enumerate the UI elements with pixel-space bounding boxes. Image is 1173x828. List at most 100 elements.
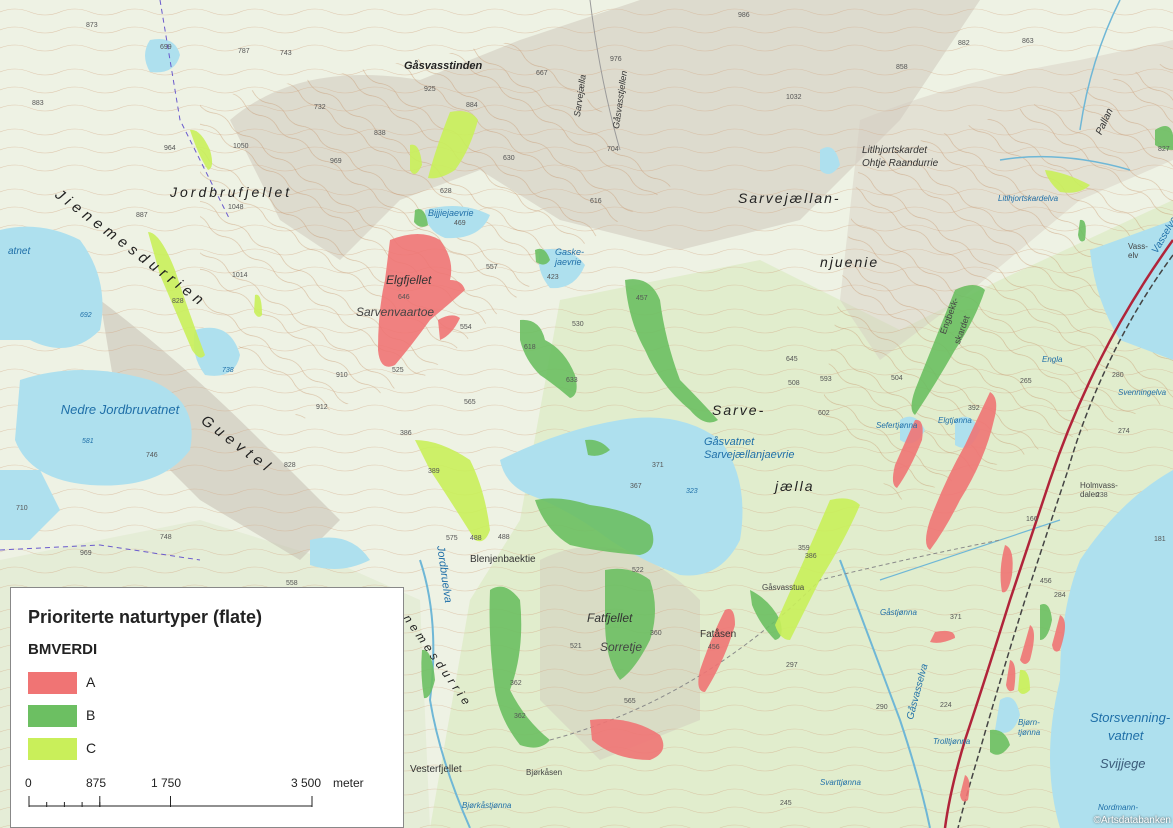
river-north-east xyxy=(1079,0,1121,131)
legend-swatch-a xyxy=(28,672,77,694)
habitat-b-engbekkskardet[interactable] xyxy=(911,285,986,415)
habitat-c-small-north[interactable] xyxy=(410,144,422,174)
habitat-b-small[interactable] xyxy=(585,439,610,456)
habitat-b-north-east[interactable] xyxy=(1078,219,1086,242)
elevation-label: 732 xyxy=(314,104,326,111)
label-svijjege: Svijjege xyxy=(1100,756,1146,771)
label-fatfjellet: Fatfjellet xyxy=(587,611,633,625)
elevation-label: 746 xyxy=(146,452,158,459)
elevation-label: 565 xyxy=(464,399,476,406)
label-atnet: atnet xyxy=(8,246,31,257)
elevation-label: 976 xyxy=(610,56,622,63)
habitat-b-north-gasvatnet[interactable] xyxy=(625,279,718,423)
elevation-label: 692 xyxy=(80,312,92,319)
elevation-label: 593 xyxy=(820,376,832,383)
habitat-a-south[interactable] xyxy=(960,775,970,802)
habitat-a-sorretje[interactable] xyxy=(590,719,664,760)
habitat-c-blenjen[interactable] xyxy=(415,440,490,542)
legend-label-b: B xyxy=(86,707,96,723)
habitat-a-fatasen[interactable] xyxy=(698,609,735,692)
elevation-label: 360 xyxy=(650,630,662,637)
habitat-a-elgfjellet-small[interactable] xyxy=(438,315,460,340)
label-storsvenningvatnet-2: vatnet xyxy=(1108,728,1144,743)
lake-storsvenningvatnet xyxy=(1050,470,1173,828)
elevation-label: 456 xyxy=(1040,578,1052,585)
elevation-label: 873 xyxy=(86,22,98,29)
habitat-b-blenjenbaektie[interactable] xyxy=(489,586,550,748)
elevation-label: 787 xyxy=(238,48,250,55)
label-svenningelva: Svenningelva xyxy=(1118,388,1167,397)
label-holmvassdalen: Holmvass-dalen xyxy=(1080,481,1118,499)
elevation-label: 618 xyxy=(524,344,536,351)
elevation-label: 284 xyxy=(1054,592,1066,599)
elevation-label: 565 xyxy=(624,698,636,705)
habitat-a-elgtjonna[interactable] xyxy=(926,392,997,550)
boundary-line-north xyxy=(159,0,231,221)
elevation-label: 575 xyxy=(446,535,458,542)
elevation-label: 166 xyxy=(1026,516,1038,523)
habitat-a-sefertjonna[interactable] xyxy=(892,419,923,488)
elevation-label: 530 xyxy=(572,321,584,328)
habitat-a-east-1[interactable] xyxy=(1020,625,1034,664)
habitat-c-jordbrufjellet[interactable] xyxy=(148,232,205,358)
habitat-a-mid[interactable] xyxy=(1000,545,1013,593)
elevation-label: 245 xyxy=(780,800,792,807)
habitat-a-elgfjellet[interactable] xyxy=(378,234,465,367)
elevation-label: 554 xyxy=(460,324,472,331)
label-engla: Engla xyxy=(1042,355,1063,364)
elevation-label: 371 xyxy=(950,614,962,621)
attribution-credit: ©Artsdatabanken xyxy=(1093,815,1171,826)
scale-label-875: 875 xyxy=(86,776,107,790)
lake-bjorntjonna xyxy=(995,697,1020,733)
elevation-label: 882 xyxy=(958,40,970,47)
habitat-c-east[interactable] xyxy=(1018,669,1030,694)
habitat-c-gasvasstua[interactable] xyxy=(775,498,860,640)
label-blenjenbaektie: Blenjenbaektie xyxy=(470,554,536,565)
habitat-b-east-1[interactable] xyxy=(1040,604,1052,640)
habitat-c-964[interactable] xyxy=(190,129,213,170)
habitat-b-bjorntjonna[interactable] xyxy=(990,729,1010,755)
label-svarttjonna: Svarttjønna xyxy=(820,778,861,787)
label-gasvasstinden: Gåsvasstinden xyxy=(404,60,483,72)
habitat-b-gasvasstua[interactable] xyxy=(750,590,782,640)
habitat-b-edge[interactable] xyxy=(1155,126,1173,150)
habitat-c-litlhjort[interactable] xyxy=(1045,170,1090,193)
habitat-b-fatfjellet[interactable] xyxy=(605,568,655,680)
elevation-label: 359 xyxy=(798,545,810,552)
label-gasvatnet: Gåsvatnet xyxy=(704,436,755,448)
elevation-label: 362 xyxy=(510,680,522,687)
label-gastjonna: Gåstjønna xyxy=(880,608,917,617)
label-sarvenvaartoe: Sarvenvaartoe xyxy=(356,305,435,319)
habitat-c-1014[interactable] xyxy=(254,294,262,317)
label-bijjiejaevrie: Bijjiejaevrie xyxy=(428,208,474,218)
label-sarvejaellan: Sarvejællan- xyxy=(738,190,841,206)
habitat-a-east-3[interactable] xyxy=(1006,660,1016,692)
lake-738 xyxy=(193,327,240,376)
habitat-a-east-2[interactable] xyxy=(1052,615,1065,652)
elevation-label: 858 xyxy=(896,64,908,71)
habitat-c-884[interactable] xyxy=(428,111,478,179)
elevation-label: 883 xyxy=(32,100,44,107)
habitat-b-gaske[interactable] xyxy=(535,248,550,265)
elevation-label: 630 xyxy=(503,155,515,162)
label-elgfjellet: Elgfjellet xyxy=(386,273,432,287)
elevation-label: 1048 xyxy=(228,204,244,211)
trail-north xyxy=(589,0,621,151)
elevation-label: 602 xyxy=(818,410,830,417)
lake-nedre-jordbruvatnet xyxy=(15,370,192,486)
habitat-class-c xyxy=(148,111,1090,694)
habitat-b-nemesdurrie[interactable] xyxy=(421,649,435,699)
label-vass-elv: Vass-elv xyxy=(1128,242,1148,260)
map-legend: Prioriterte naturtyper (flate) BMVERDI A… xyxy=(10,587,404,828)
habitat-b-south-gasvatnet[interactable] xyxy=(535,498,654,555)
habitat-b-bijjie[interactable] xyxy=(414,209,428,227)
elevation-label: 522 xyxy=(632,567,644,574)
elevation-label: 362 xyxy=(514,713,526,720)
habitat-a-gastjonna[interactable] xyxy=(930,630,955,643)
habitat-b-633[interactable] xyxy=(520,319,577,398)
elevation-label: 887 xyxy=(136,212,148,219)
label-sefertjonna: Sefertjønna xyxy=(876,421,918,430)
elevation-label: 969 xyxy=(80,550,92,557)
elevation-label: 456 xyxy=(708,644,720,651)
lake-369 xyxy=(310,537,370,569)
